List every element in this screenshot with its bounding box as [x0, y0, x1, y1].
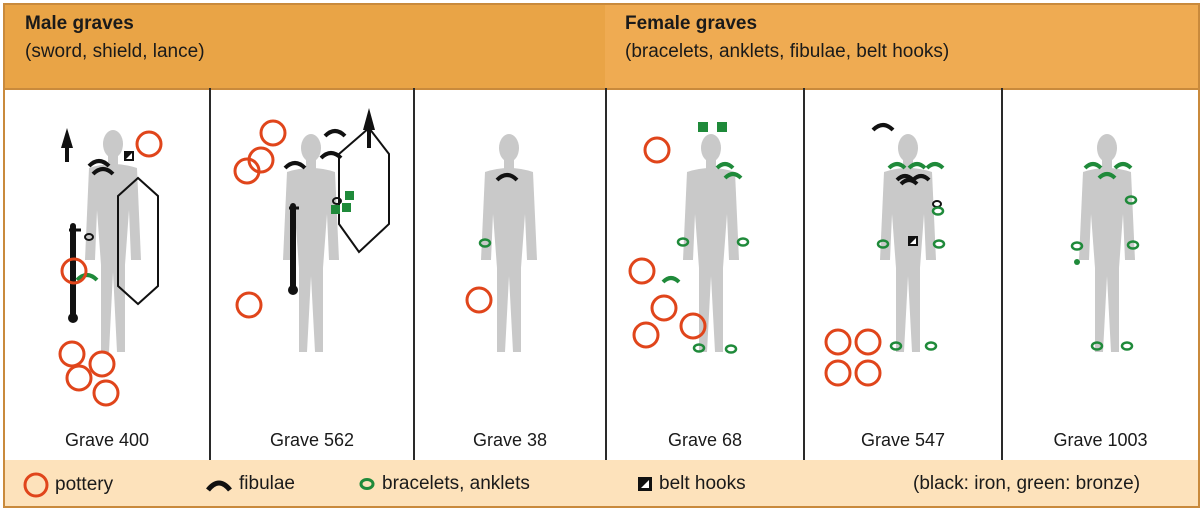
fibula-bronze-icon: [1115, 164, 1131, 168]
pottery-group: [235, 121, 285, 317]
anklet-bronze-icon: [1122, 343, 1132, 350]
grave-1003-drawing: [1003, 90, 1198, 430]
fibula-bronze-icon: [663, 278, 679, 282]
grave-68-drawing: [607, 90, 803, 430]
pottery-icon: [90, 352, 114, 376]
fibula-bronze-icon: [717, 164, 733, 168]
pottery-icon: [630, 259, 654, 283]
female-graves-header: Female graves (bracelets, anklets, fibul…: [605, 5, 1198, 88]
grave-562-drawing: [211, 90, 413, 430]
pottery-icon: [60, 342, 84, 366]
pottery-icon: [645, 138, 669, 162]
female-graves-subtitle: (bracelets, anklets, fibulae, belt hooks…: [625, 41, 949, 63]
anklet-bronze-icon: [926, 343, 936, 350]
pottery-icon: [856, 330, 880, 354]
bracelet-iron-icon: [933, 201, 941, 207]
grave-goods-diagram: Male graves (sword, shield, lance) Femal…: [3, 3, 1200, 508]
fibula-iron-icon: [325, 131, 345, 136]
grave-547-drawing: [805, 90, 1001, 430]
pottery-icon: [634, 323, 658, 347]
bracelet-icon: [358, 477, 376, 491]
grave-label: Grave 68: [607, 430, 803, 451]
legend-label-pottery: pottery: [55, 474, 113, 495]
pottery-icon: [94, 381, 118, 405]
male-graves-title: Male graves: [25, 13, 134, 35]
female-graves-title: Female graves: [625, 13, 757, 35]
pottery-icon: [826, 361, 850, 385]
fibula-iron-icon: [873, 125, 893, 130]
grave-panel-68: Grave 68: [607, 90, 803, 460]
pottery-icon: [67, 366, 91, 390]
male-graves-header: Male graves (sword, shield, lance): [5, 5, 605, 88]
grave-panel-38: Grave 38: [415, 90, 605, 460]
legend-note-text: (black: iron, green: bronze): [913, 473, 1140, 494]
bronze-fragment-icon: [1074, 259, 1080, 265]
pottery-icon: [237, 293, 261, 317]
grave-400-drawing: [5, 90, 209, 430]
grave-label: Grave 1003: [1003, 430, 1198, 451]
lance-icon: [61, 128, 73, 162]
bracelet-bronze-icon: [738, 239, 748, 246]
fibula-icon: [205, 474, 233, 494]
grave-panel-1003: Grave 1003: [1003, 90, 1198, 460]
fibula-bronze-icon: [77, 275, 97, 280]
pottery-icon: [467, 288, 491, 312]
fibula-iron-icon: [321, 153, 341, 158]
grave-label: Grave 38: [415, 430, 605, 451]
grave-panel-400: Grave 400: [5, 90, 209, 460]
pottery-icon: [23, 472, 49, 498]
legend-label-fibulae: fibulae: [239, 473, 295, 494]
sword-icon: [68, 226, 81, 323]
pottery-icon: [652, 296, 676, 320]
belt-hook-iron-icon: [124, 151, 134, 161]
legend-item-belt-hooks: belt hooks: [637, 472, 746, 496]
shield-icon: [339, 128, 389, 252]
fibula-iron-icon: [89, 161, 109, 166]
fibula-bronze-icon: [1085, 164, 1101, 168]
pottery-icon: [137, 132, 161, 156]
legend-item-bracelets: bracelets, anklets: [358, 472, 530, 496]
grave-panel-562: Grave 562: [211, 90, 413, 460]
pottery-icon: [856, 361, 880, 385]
fibula-bronze-icon: [889, 164, 905, 168]
legend-item-pottery: pottery: [23, 472, 113, 496]
pottery-group: [826, 330, 880, 385]
grave-38-drawing: [415, 90, 605, 430]
male-graves-subtitle: (sword, shield, lance): [25, 41, 205, 63]
bracelet-bronze-icon: [933, 208, 943, 215]
belt-hook-bronze-icon: [698, 122, 727, 132]
fibula-iron-icon: [285, 163, 305, 168]
legend-label-belt-hooks: belt hooks: [659, 473, 746, 494]
legend-label-bracelets: bracelets, anklets: [382, 473, 530, 494]
grave-panel-547: Grave 547: [805, 90, 1001, 460]
legend-note: (black: iron, green: bronze): [913, 472, 1140, 496]
bracelet-bronze-icon: [934, 241, 944, 248]
anklet-bronze-icon: [726, 346, 736, 353]
fibula-bronze-icon: [909, 164, 925, 168]
fibula-bronze-icon: [927, 164, 943, 168]
grave-label: Grave 400: [5, 430, 209, 451]
belt-hook-iron-icon: [908, 236, 918, 246]
grave-label: Grave 562: [211, 430, 413, 451]
grave-label: Grave 547: [805, 430, 1001, 451]
pottery-icon: [826, 330, 850, 354]
legend-item-fibulae: fibulae: [205, 472, 295, 496]
belt-hook-icon: [637, 476, 653, 492]
legend: pottery fibulae bracelets, anklets belt …: [5, 460, 1198, 506]
pottery-icon: [261, 121, 285, 145]
